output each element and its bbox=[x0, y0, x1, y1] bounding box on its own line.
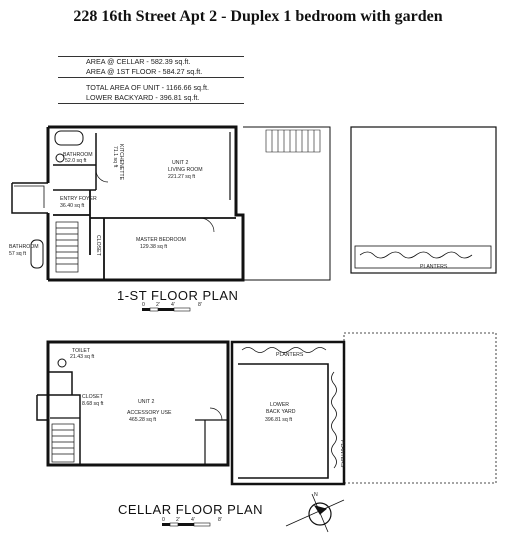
label-closet: CLOSET bbox=[95, 235, 101, 257]
area-lower-backyard: LOWER BACKYARD - 396.81 sq.ft. bbox=[86, 93, 200, 102]
bedroom-walls bbox=[90, 217, 236, 280]
planter-box bbox=[354, 245, 492, 269]
first-floor-courtyard bbox=[243, 126, 331, 281]
first-floor-room-labels: BATHROOM 52.0 sq ft KITCHENETTE 71.1 sq … bbox=[9, 144, 448, 270]
entry-door-swing bbox=[14, 185, 45, 208]
bathroom-kitchen-walls bbox=[53, 133, 97, 191]
first-floor-stair-icon bbox=[55, 221, 79, 273]
cellar-scale-tick-8: 8' bbox=[218, 517, 222, 523]
cellar-exterior-walls bbox=[46, 340, 230, 467]
cellar-stair-icon bbox=[51, 423, 75, 463]
area-rule-top bbox=[58, 56, 244, 57]
first-floor-plan-title: 1-ST FLOOR PLAN bbox=[117, 288, 238, 303]
scale-tick-8: 8' bbox=[198, 302, 202, 308]
label-kitchenette: KITCHENETTE bbox=[118, 144, 124, 181]
cellar-scale-bar: 0 2' 4' 8' bbox=[162, 517, 222, 527]
label-cellar-unit-2: UNIT 2 bbox=[138, 399, 154, 405]
cellar-scale-tick-4: 4' bbox=[191, 517, 195, 523]
lower-backyard-inner-wall bbox=[238, 363, 329, 479]
cellar-door-arc bbox=[209, 407, 223, 421]
first-floor-exterior-walls bbox=[48, 125, 245, 282]
label-bathroom-2: BATHROOM bbox=[9, 244, 39, 250]
scale-tick-2: 2' bbox=[156, 302, 160, 308]
cellar-scale-tick-0: 0 bbox=[162, 517, 165, 523]
area-total: TOTAL AREA OF UNIT - 1166.66 sq.ft. bbox=[86, 83, 210, 92]
label-cellar-closet: CLOSET bbox=[82, 394, 104, 400]
first-floor-scale-bar: 0 2' 4' 8' bbox=[142, 302, 202, 312]
label-accessory-use-area: 465.28 sq ft bbox=[129, 417, 157, 423]
label-bathroom-2-area: 57 sq ft bbox=[9, 251, 27, 257]
scale-tick-4: 4' bbox=[171, 302, 175, 308]
area-first-floor: AREA @ 1ST FLOOR - 584.27 sq.ft. bbox=[86, 67, 203, 76]
label-planters-right: PLANTERS bbox=[339, 440, 345, 468]
planter-foliage bbox=[359, 251, 473, 259]
entry-vestibule bbox=[11, 182, 48, 214]
north-label: N bbox=[314, 492, 318, 498]
cellar-planters-top-foliage bbox=[241, 347, 327, 353]
garden-stair-icon bbox=[265, 129, 321, 153]
cellar-toilet-closet-walls bbox=[48, 371, 81, 465]
label-lower-backyard-area: 396.81 sq ft bbox=[265, 417, 293, 423]
label-toilet: TOILET bbox=[72, 348, 91, 354]
bathtub-icon bbox=[54, 130, 84, 146]
label-master-bedroom-area: 129.38 sq ft bbox=[140, 244, 168, 250]
foyer-walls bbox=[53, 190, 91, 255]
area-cellar: AREA @ CELLAR - 582.39 sq.ft. bbox=[86, 57, 191, 66]
label-living-room-area: 221.27 sq ft bbox=[168, 174, 196, 180]
north-arrow-icon: N bbox=[285, 492, 345, 533]
area-rule-bottom bbox=[58, 103, 244, 104]
label-planters-top: PLANTERS bbox=[276, 352, 304, 358]
label-kitchenette-area: 71.1 sq ft bbox=[112, 146, 118, 168]
label-accessory-use: ACCESSORY USE bbox=[127, 410, 172, 416]
cellar-plan bbox=[36, 332, 497, 486]
toilet-icon bbox=[55, 153, 65, 163]
cellar-scale-tick-2: 2' bbox=[176, 517, 180, 523]
cellar-plan-title: CELLAR FLOOR PLAN bbox=[118, 502, 263, 517]
cellar-room-labels: TOILET 21.43 sq ft CLOSET 8.68 sq ft UNI… bbox=[70, 348, 345, 468]
bathtub-2-icon bbox=[30, 239, 44, 269]
label-toilet-area: 21.43 sq ft bbox=[70, 354, 95, 360]
first-floor-garden bbox=[350, 126, 497, 274]
plan-sheet-title: 228 16th Street Apt 2 - Duplex 1 bedroom… bbox=[73, 8, 443, 25]
cellar-planters-right-foliage bbox=[331, 371, 337, 469]
bedroom-door-arc bbox=[199, 217, 215, 233]
label-entry-foyer-area: 36.40 sq ft bbox=[60, 203, 85, 209]
label-planters: PLANTERS bbox=[420, 264, 448, 270]
label-entry-foyer: ENTRY FOYER bbox=[60, 196, 97, 202]
label-unit-2: UNIT 2 bbox=[172, 160, 188, 166]
cellar-entry-vestibule bbox=[36, 394, 48, 421]
label-lower-backyard: LOWER bbox=[270, 402, 289, 408]
label-bathroom: BATHROOM bbox=[63, 152, 93, 158]
label-cellar-closet-area: 8.68 sq ft bbox=[82, 401, 104, 407]
upper-garden-outline-dashed bbox=[343, 332, 497, 484]
label-lower-backyard-2: BACK YARD bbox=[266, 409, 296, 415]
label-living-room: LIVING ROOM bbox=[168, 167, 203, 173]
kitchen-door-arc bbox=[95, 169, 109, 183]
label-bathroom-area: 52.0 sq ft bbox=[65, 158, 87, 164]
area-summary-table: AREA @ CELLAR - 582.39 sq.ft. AREA @ 1ST… bbox=[58, 56, 244, 104]
cellar-inner-partition bbox=[195, 419, 228, 465]
area-rule-middle bbox=[58, 77, 244, 78]
first-floor-plan bbox=[11, 125, 497, 282]
cellar-toilet-icon bbox=[57, 358, 67, 368]
scale-tick-0: 0 bbox=[142, 302, 145, 308]
label-master-bedroom: MASTER BEDROOM bbox=[136, 237, 186, 243]
